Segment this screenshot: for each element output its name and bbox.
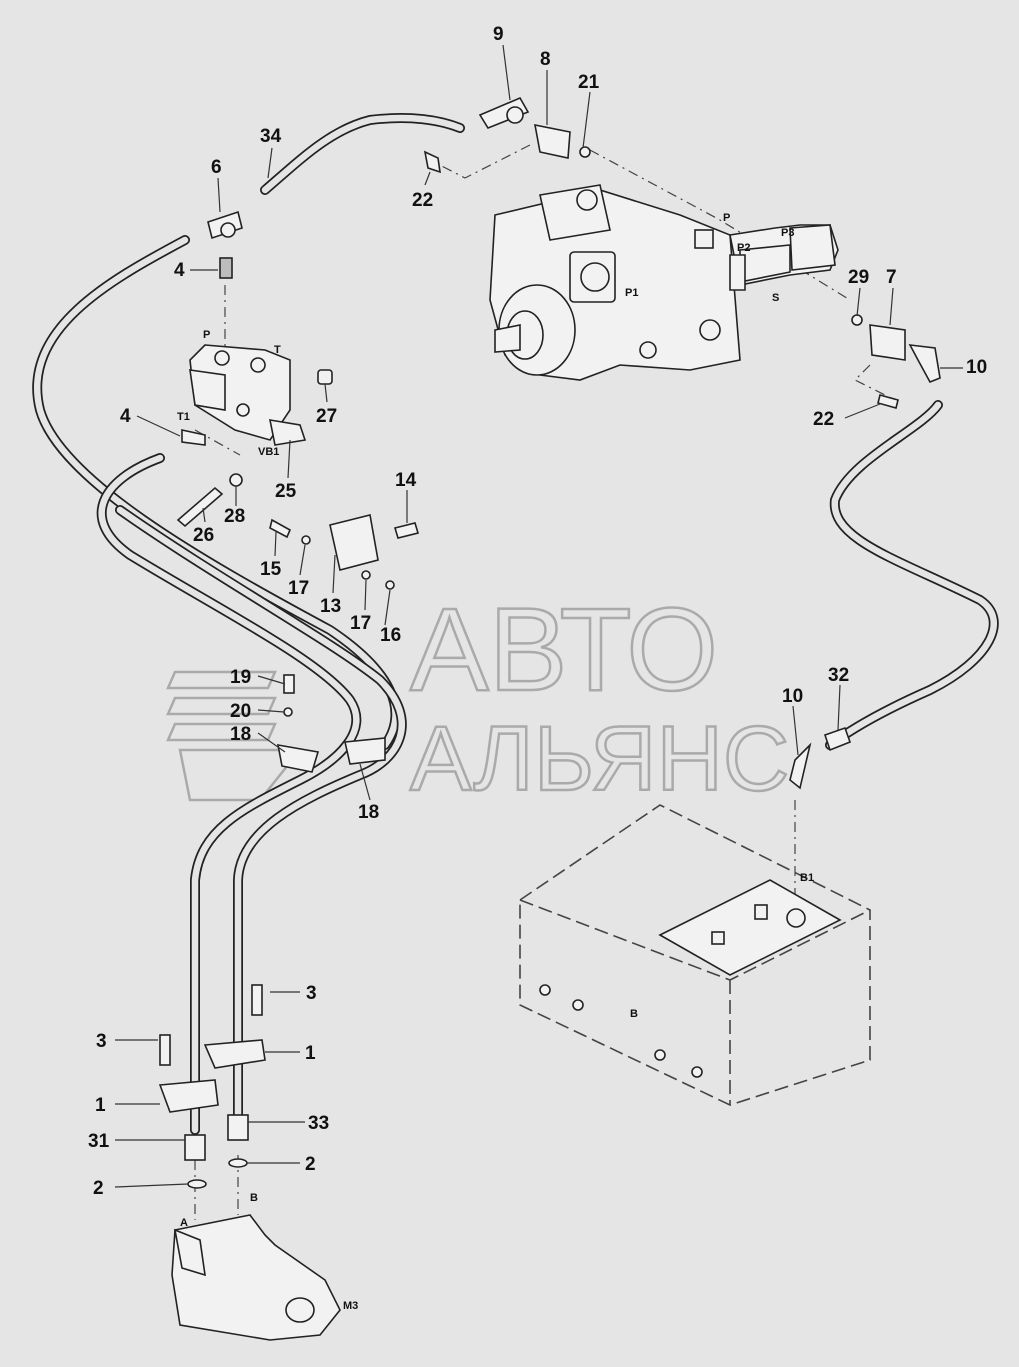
port-t1: T1 [177, 411, 190, 423]
callout-33: 33 [308, 1113, 329, 1134]
callout-10-b: 10 [782, 686, 803, 707]
port-vb1: VB1 [258, 446, 279, 458]
callout-13: 13 [320, 596, 341, 617]
callout-3-right: 3 [306, 983, 317, 1004]
tank [519, 804, 871, 1106]
callout-20: 20 [230, 701, 251, 722]
callout-31: 31 [88, 1131, 110, 1152]
fittings [176, 96, 941, 790]
callout-2-left: 2 [93, 1178, 104, 1199]
callout-22-top: 22 [412, 190, 433, 211]
callout-1-left: 1 [95, 1095, 106, 1116]
valve-block [189, 344, 307, 446]
callout-16: 16 [380, 625, 401, 646]
callout-2-right: 2 [305, 1154, 316, 1175]
watermark: АВТО АЛЬЯНС [166, 583, 791, 811]
port-t-valve: T [274, 344, 281, 356]
main-pump [489, 184, 839, 381]
port-p1: P1 [625, 287, 638, 299]
port-m3: M3 [343, 1300, 358, 1312]
callout-4-top: 4 [174, 260, 185, 281]
callout-25: 25 [275, 481, 297, 502]
callout-28: 28 [224, 506, 245, 527]
callout-1-right: 1 [305, 1043, 316, 1064]
port-p2: P2 [737, 242, 750, 254]
hose-A [96, 453, 362, 1135]
callout-34: 34 [260, 126, 282, 147]
callout-32: 32 [828, 665, 849, 686]
hose-32 [825, 400, 999, 750]
callout-27: 27 [316, 406, 337, 427]
callout-3-left: 3 [96, 1031, 107, 1052]
port-p3: P3 [781, 227, 794, 239]
callout-18-b: 18 [358, 802, 379, 823]
port-b1: B1 [800, 872, 814, 884]
port-a-motor: A [180, 1217, 188, 1229]
port-b-motor: B [250, 1192, 258, 1204]
port-labels: P T T1 VB1 P P2 P3 P1 S B1 B A B M3 [177, 212, 814, 1312]
watermark-line1: АВТО [410, 584, 718, 716]
callout-8: 8 [540, 49, 551, 70]
callout-10-top: 10 [966, 357, 987, 378]
callout-17-a: 17 [288, 578, 309, 599]
callout-4-mid: 4 [120, 406, 131, 427]
watermark-line2: АЛЬЯНС [410, 708, 789, 810]
callouts: 9 8 21 34 6 22 4 29 7 10 27 22 4 25 26 2… [88, 24, 987, 1199]
motor-assembly [158, 984, 341, 1341]
callout-19: 19 [230, 667, 251, 688]
port-s: S [772, 292, 779, 304]
callout-18-a: 18 [230, 724, 251, 745]
hose-B [115, 505, 407, 1135]
port-p-pump: P [723, 212, 730, 224]
callout-7: 7 [886, 267, 897, 288]
callout-14: 14 [395, 470, 417, 491]
callout-29: 29 [848, 267, 869, 288]
callout-21: 21 [578, 72, 600, 93]
callout-9: 9 [493, 24, 504, 45]
port-p-valve: P [203, 329, 210, 341]
port-b-tank: B [630, 1008, 638, 1020]
callout-15: 15 [260, 559, 282, 580]
callout-6: 6 [211, 157, 222, 178]
callout-22-right: 22 [813, 409, 834, 430]
leader-lines [114, 44, 963, 1188]
callout-26: 26 [193, 525, 214, 546]
callout-17-b: 17 [350, 613, 371, 634]
